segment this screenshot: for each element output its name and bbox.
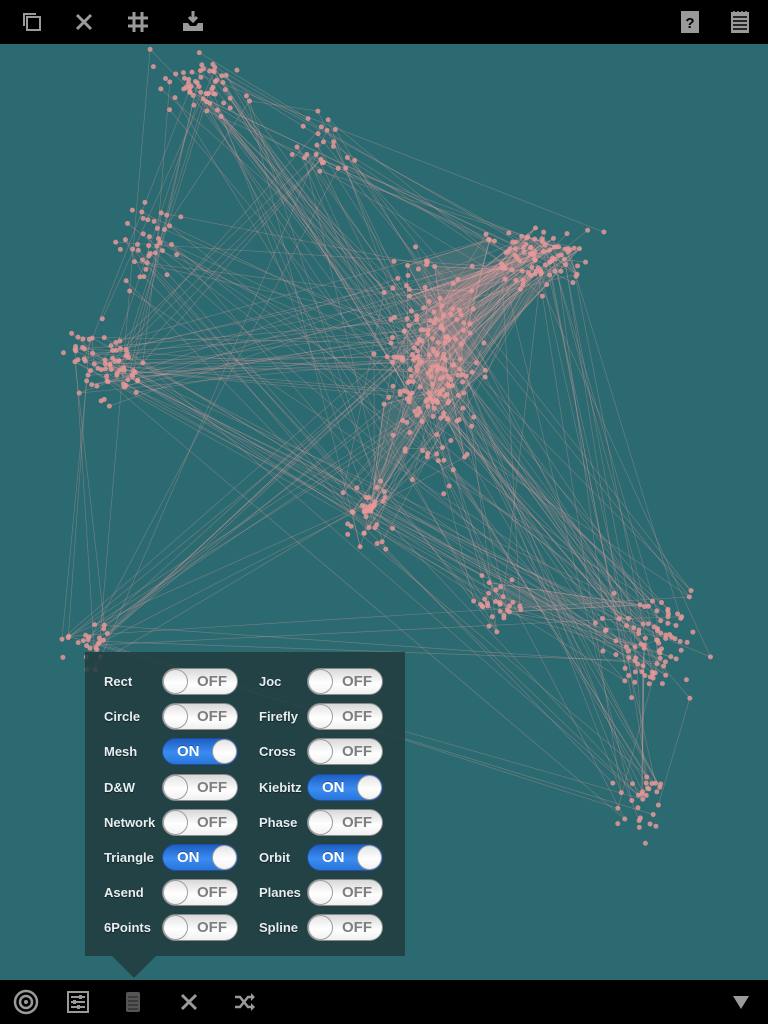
toggle-phase[interactable]: OFF: [307, 808, 383, 836]
setting-label-planes: Planes: [259, 885, 301, 901]
generative-artwork: [59, 46, 713, 846]
setting-label-spline: Spline: [259, 920, 299, 936]
layers-icon[interactable]: [117, 986, 149, 1018]
toggle-orbit[interactable]: ON: [307, 844, 383, 871]
toggle-state-text: OFF: [197, 708, 227, 726]
bottom-toolbar: [0, 980, 768, 1024]
toggle-knob: [308, 704, 333, 730]
setting-label-rect: Rect: [104, 674, 133, 689]
grid-icon[interactable]: [122, 6, 154, 38]
toggle-knob: [212, 845, 237, 870]
drawing-canvas[interactable]: [0, 44, 768, 980]
toggle-d-w[interactable]: OFF: [162, 773, 238, 801]
close-icon[interactable]: [68, 6, 100, 38]
copy-icon[interactable]: [16, 6, 48, 38]
setting-label-triangle: Triangle: [104, 850, 154, 865]
setting-label-network: Network: [104, 814, 156, 830]
download-tray-icon[interactable]: [177, 5, 209, 37]
toggle-kiebitz[interactable]: ON: [307, 773, 383, 801]
toggle-joc[interactable]: OFF: [307, 668, 383, 695]
setting-label-asend: Asend: [104, 885, 144, 901]
toggle-knob: [163, 880, 188, 906]
toggle-firefly[interactable]: OFF: [307, 703, 383, 731]
toggle-rect[interactable]: OFF: [162, 668, 238, 695]
setting-label-firefly: Firefly: [259, 709, 299, 725]
toggle-state-text: OFF: [197, 919, 227, 937]
mesh-points: [59, 46, 713, 846]
shuffle-icon[interactable]: [229, 986, 261, 1018]
setting-label-6points: 6Points: [104, 920, 151, 936]
toggle-knob: [212, 739, 237, 765]
toggle-circle[interactable]: OFF: [162, 703, 238, 731]
toggle-state-text: OFF: [197, 813, 227, 831]
setting-label-orbit: Orbit: [259, 850, 291, 865]
setting-label-circle: Circle: [104, 709, 141, 725]
toggle-knob: [308, 669, 333, 694]
top-toolbar: ?: [0, 0, 768, 44]
toggle-knob: [163, 669, 188, 694]
clear-icon[interactable]: [173, 986, 205, 1018]
toggle-knob: [357, 774, 382, 800]
toggle-triangle[interactable]: ON: [162, 844, 238, 871]
toggle-state-text: OFF: [197, 778, 227, 796]
triangle-down-icon[interactable]: [725, 986, 757, 1018]
toggle-state-text: OFF: [342, 884, 372, 902]
toggle-asend[interactable]: OFF: [162, 879, 238, 907]
notepad-icon[interactable]: [724, 6, 756, 38]
setting-label-phase: Phase: [259, 814, 298, 830]
toggle-knob: [308, 739, 333, 765]
toggle-state-text: ON: [322, 849, 345, 866]
toggle-knob: [163, 774, 188, 800]
setting-label-cross: Cross: [259, 744, 296, 760]
toggle-state-text: ON: [177, 743, 200, 761]
setting-label-d-w: D&W: [104, 779, 136, 795]
toggle-cross[interactable]: OFF: [307, 738, 383, 766]
sliders-icon[interactable]: [62, 986, 94, 1018]
toggle-state-text: OFF: [342, 673, 372, 690]
toggle-state-text: OFF: [342, 919, 372, 937]
toggle-state-text: OFF: [342, 813, 372, 831]
toggle-spline[interactable]: OFF: [307, 914, 383, 942]
setting-label-mesh: Mesh: [104, 744, 138, 760]
toggle-mesh[interactable]: ON: [162, 738, 238, 766]
toggle-planes[interactable]: OFF: [307, 879, 383, 907]
toggle-state-text: OFF: [342, 708, 372, 726]
toggle-knob: [308, 809, 333, 835]
toggle-knob: [357, 845, 382, 870]
toggle-knob: [163, 915, 188, 941]
toggle-state-text: OFF: [197, 884, 227, 902]
toggle-network[interactable]: OFF: [162, 808, 238, 836]
toggle-state-text: ON: [177, 849, 200, 866]
svg-text:?: ?: [685, 15, 694, 32]
toggle-knob: [308, 880, 333, 906]
popover-pointer: [112, 956, 156, 978]
toggle-6points[interactable]: OFF: [162, 914, 238, 942]
setting-label-joc: Joc: [259, 674, 282, 689]
toggle-state-text: ON: [322, 778, 345, 796]
toggle-knob: [163, 704, 188, 730]
toggle-state-text: OFF: [342, 743, 372, 761]
help-icon[interactable]: ?: [674, 6, 706, 38]
setting-label-kiebitz: Kiebitz: [259, 779, 302, 795]
toggle-knob: [163, 809, 188, 835]
target-icon[interactable]: [10, 986, 42, 1018]
toggle-knob: [308, 915, 333, 941]
toggle-state-text: OFF: [197, 673, 227, 690]
